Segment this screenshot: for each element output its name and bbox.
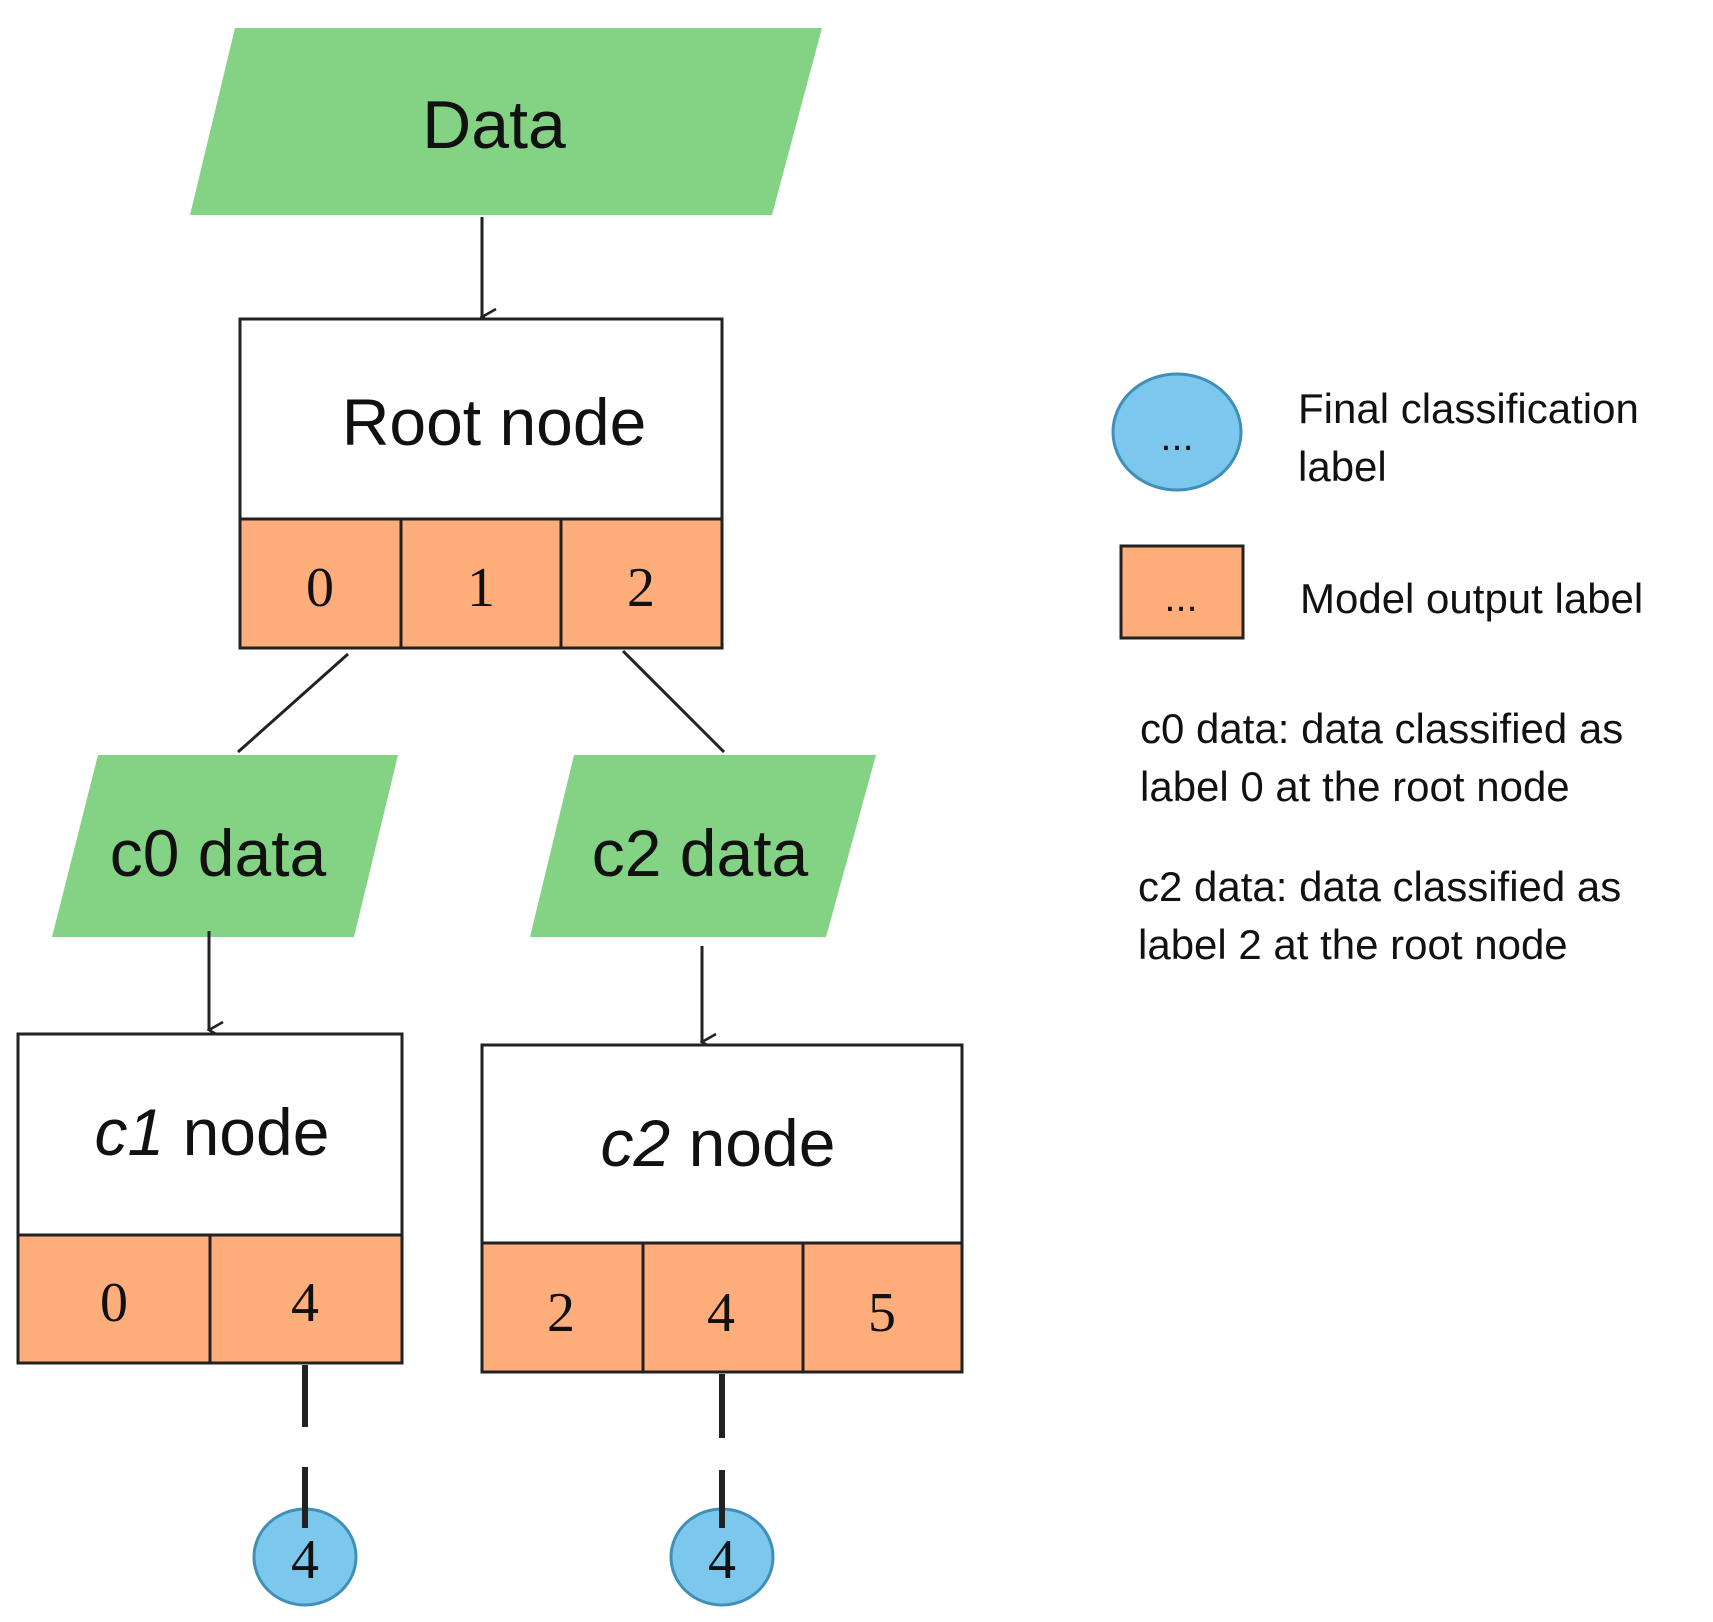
c0-data-shape — [52, 755, 398, 937]
c1-node-title: c1 node — [95, 1095, 330, 1169]
legend-final-label-line2: label — [1298, 443, 1387, 490]
c2-output-1 — [641, 1241, 805, 1374]
root-output-1 — [399, 517, 563, 650]
c2-node-box — [480, 1043, 964, 1245]
c2-output-label-2: 5 — [868, 1282, 896, 1344]
legend-c2-note: c2 data: data classified as label 2 at t… — [1138, 858, 1621, 974]
legend-model-symbol — [1119, 544, 1245, 640]
legend-c0-note-line2: label 0 at the root node — [1140, 763, 1570, 810]
c2-output-label-0: 2 — [547, 1282, 575, 1344]
c1-output-label-1: 4 — [291, 1272, 319, 1334]
branch-line-c0 — [237, 652, 349, 754]
data-input-label: Data — [422, 87, 566, 163]
root-node-box — [238, 317, 724, 521]
c1-output-0 — [16, 1233, 212, 1365]
legend-final-symbol — [1111, 372, 1243, 492]
c1-node-title-italic: c1 — [95, 1095, 165, 1169]
final-label-value-c2: 4 — [708, 1529, 736, 1591]
data-input-shape — [190, 28, 822, 215]
c2-output-0 — [480, 1241, 645, 1374]
c2-data-shape — [530, 755, 876, 937]
c2-node-title-italic: c2 — [601, 1106, 671, 1180]
root-output-label-2: 2 — [627, 557, 655, 619]
c2-node-title-rest: node — [670, 1106, 835, 1180]
branch-line-c2 — [621, 649, 726, 754]
c1-output-label-0: 0 — [100, 1272, 128, 1334]
legend-model-label: Model output label — [1300, 575, 1644, 622]
c2-data-label: c2 data — [592, 816, 809, 890]
final-label-value-c1: 4 — [291, 1529, 319, 1591]
c2-output-label-1: 4 — [707, 1282, 735, 1344]
c2-output-2 — [801, 1241, 964, 1374]
root-output-label-1: 1 — [467, 557, 495, 619]
c1-node-box — [16, 1032, 404, 1237]
legend-final-label: Final classification label — [1298, 380, 1639, 496]
legend-c2-note-line1: c2 data: data classified as — [1138, 863, 1622, 910]
c2-node-title: c2 node — [601, 1106, 836, 1180]
c0-data-label: c0 data — [110, 816, 327, 890]
c1-node-title-rest: node — [164, 1095, 329, 1169]
legend-c2-note-line2: label 2 at the root node — [1138, 921, 1568, 968]
root-node-title: Root node — [342, 385, 647, 459]
c1-output-1 — [208, 1233, 404, 1365]
legend-c0-note: c0 data: data classified as label 0 at t… — [1140, 700, 1623, 816]
legend-model-symbol-dots: ... — [1164, 576, 1197, 620]
legend-final-label-line1: Final classification — [1298, 385, 1639, 432]
legend-final-symbol-dots: ... — [1160, 415, 1193, 459]
root-output-label-0: 0 — [306, 557, 334, 619]
root-output-2 — [559, 517, 724, 650]
legend-c0-note-line1: c0 data: data classified as — [1140, 705, 1624, 752]
